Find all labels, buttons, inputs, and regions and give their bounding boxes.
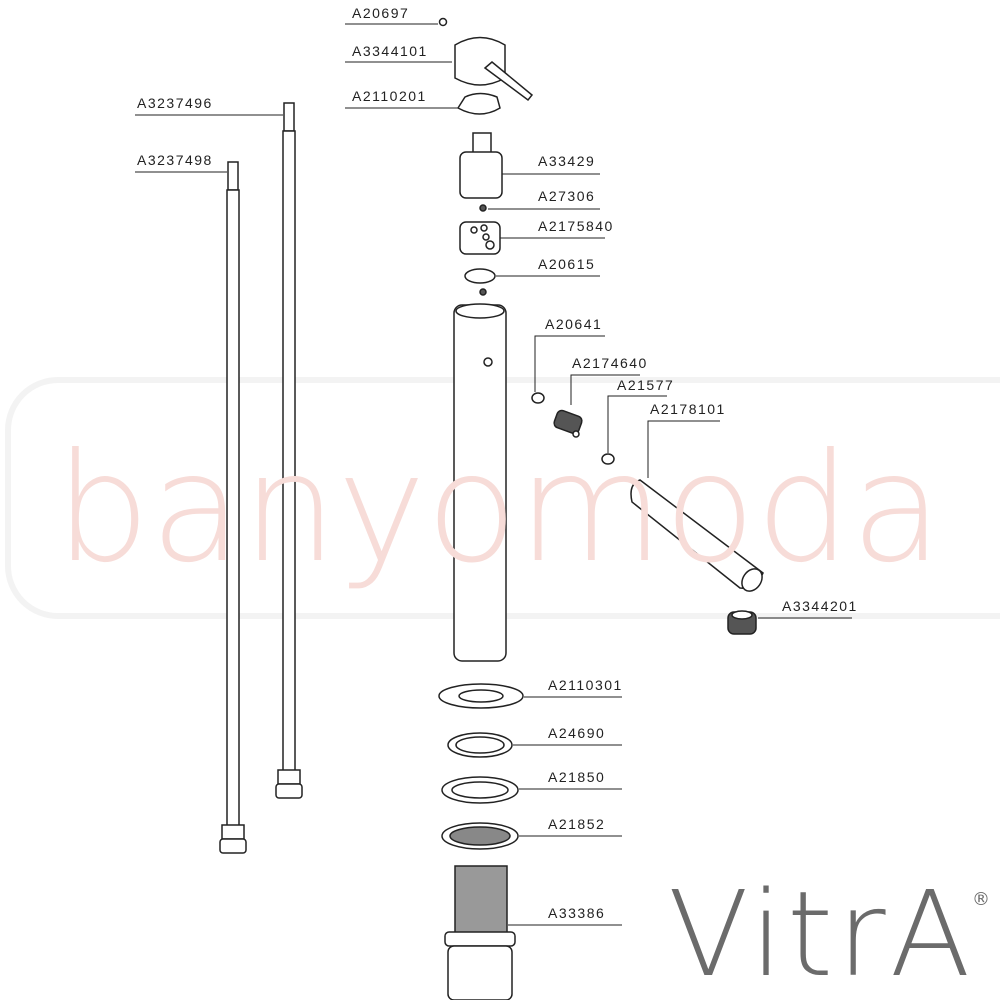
part-a21850-inner xyxy=(451,781,509,799)
label-a3237498: A3237498 xyxy=(137,152,213,168)
part-a2110301-hole xyxy=(458,689,504,703)
label-a2178101: A2178101 xyxy=(650,401,726,417)
label-a20641: A20641 xyxy=(545,316,602,332)
watermark-text: banyomoda xyxy=(55,422,943,596)
part-a21577 xyxy=(601,453,615,465)
part-a2174640 xyxy=(553,409,583,438)
label-a21577: A21577 xyxy=(617,377,674,393)
part-a24690-inner xyxy=(455,736,505,754)
label-a21850: A21850 xyxy=(548,769,605,785)
part-a2175840 xyxy=(459,221,501,255)
part-a27306 xyxy=(479,204,487,212)
leader-lines xyxy=(135,23,852,926)
label-a24690: A24690 xyxy=(548,725,605,741)
label-a2174640: A2174640 xyxy=(572,355,648,371)
label-a3237496: A3237496 xyxy=(137,95,213,111)
label-a20615: A20615 xyxy=(538,256,595,272)
part-a33386 xyxy=(444,865,516,1000)
label-a2110201: A2110201 xyxy=(352,88,427,104)
part-a33429 xyxy=(459,132,503,199)
part-a20641 xyxy=(531,392,545,404)
label-a2110301: A2110301 xyxy=(548,677,623,693)
label-a3344101: A3344101 xyxy=(352,43,428,59)
label-a3344201: A3344201 xyxy=(782,598,858,614)
label-a27306: A27306 xyxy=(538,188,595,204)
part-a3344101 xyxy=(454,36,534,102)
watermark-frame xyxy=(5,377,1000,619)
body-column xyxy=(453,303,507,662)
part-a20615 xyxy=(464,268,496,284)
part-a2110201 xyxy=(456,92,501,115)
part-a20697 xyxy=(438,17,448,27)
hose-a3237498 xyxy=(219,161,247,854)
part-a3344201 xyxy=(727,610,757,635)
part-a2178101 xyxy=(630,479,764,592)
label-a2175840: A2175840 xyxy=(538,218,614,234)
small-ball xyxy=(479,288,487,296)
brand-name: VitrA xyxy=(668,865,974,1000)
part-a21852-inner xyxy=(449,826,511,846)
vitra-logo: VitrA ® xyxy=(668,865,990,1000)
label-a33386: A33386 xyxy=(548,905,605,921)
registered-mark: ® xyxy=(972,889,990,910)
part-labels: A20697 A3344101 A2110201 A3237496 A32374… xyxy=(137,5,858,921)
label-a33429: A33429 xyxy=(538,153,595,169)
label-a20697: A20697 xyxy=(352,5,409,21)
label-a21852: A21852 xyxy=(548,816,605,832)
hose-a3237496 xyxy=(275,102,303,799)
